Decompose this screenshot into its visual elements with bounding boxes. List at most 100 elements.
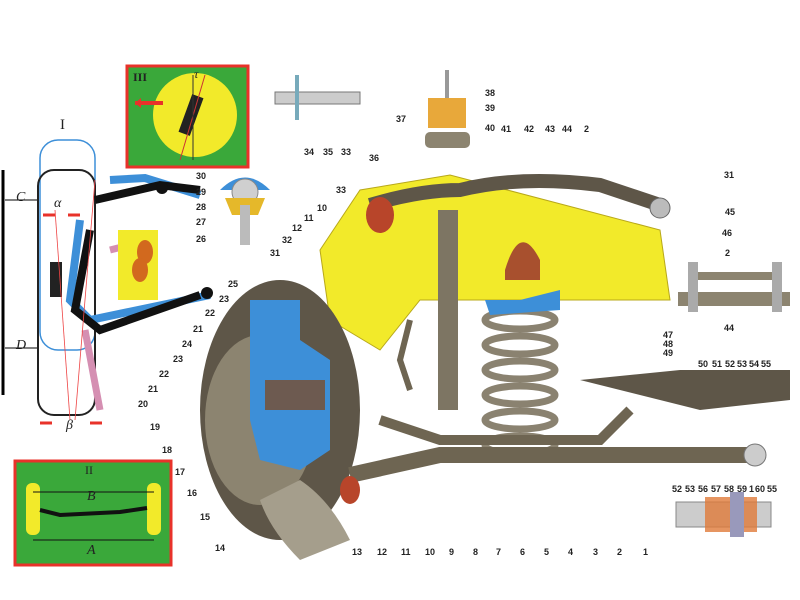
callout: 45 bbox=[725, 207, 736, 217]
lower-ball-joint-boot bbox=[340, 476, 360, 504]
callout: 4 bbox=[568, 547, 574, 557]
view-label-II: II bbox=[85, 463, 93, 477]
coil-spring bbox=[481, 307, 559, 458]
camber-angle-alpha: α bbox=[54, 196, 62, 211]
callout: 33 bbox=[336, 185, 347, 195]
callout: 52 bbox=[725, 359, 736, 369]
arm-bushing-detail bbox=[675, 492, 772, 537]
callout: 41 bbox=[501, 124, 512, 134]
callout: 47 bbox=[663, 330, 674, 340]
callout: 52 bbox=[672, 484, 683, 494]
callout: 53 bbox=[737, 359, 748, 369]
callout: 25 bbox=[228, 279, 239, 289]
callout: 1 bbox=[643, 547, 649, 557]
callout: 29 bbox=[196, 187, 207, 197]
bump-stop bbox=[505, 242, 540, 280]
callout: 1 bbox=[749, 484, 755, 494]
callout: 11 bbox=[401, 547, 411, 557]
callout: 24 bbox=[182, 339, 193, 349]
pivot-shaft-detail bbox=[274, 75, 361, 120]
callout: 28 bbox=[196, 202, 207, 212]
callout: 43 bbox=[545, 124, 556, 134]
callout: 59 bbox=[737, 484, 748, 494]
callout: 44 bbox=[724, 323, 735, 333]
callout: 17 bbox=[175, 467, 186, 477]
callout: 48 bbox=[663, 339, 674, 349]
front-crossmember bbox=[580, 370, 790, 410]
caster-angle-tau: τ bbox=[194, 67, 199, 81]
callout: 49 bbox=[663, 348, 674, 358]
callout: 37 bbox=[396, 114, 407, 124]
shock-absorber bbox=[438, 210, 458, 410]
callout: 31 bbox=[724, 170, 735, 180]
callout: 35 bbox=[323, 147, 334, 157]
callout: 3 bbox=[593, 547, 599, 557]
callout: 11 bbox=[304, 213, 314, 223]
callout: 23 bbox=[173, 354, 184, 364]
callout: 53 bbox=[685, 484, 696, 494]
callout: 13 bbox=[352, 547, 363, 557]
rubber-bushing-detail bbox=[425, 70, 470, 148]
dimension-d: D bbox=[16, 338, 27, 353]
callout: 21 bbox=[193, 324, 204, 334]
callout: 50 bbox=[698, 359, 709, 369]
callout: 57 bbox=[711, 484, 722, 494]
callout: 10 bbox=[425, 547, 436, 557]
callout: 51 bbox=[712, 359, 723, 369]
dimension-b: B bbox=[87, 489, 96, 504]
lower-control-arm bbox=[348, 447, 750, 483]
callout: 55 bbox=[761, 359, 772, 369]
callout: 12 bbox=[377, 547, 388, 557]
inset-III-caster bbox=[125, 64, 250, 169]
callout: 20 bbox=[138, 399, 149, 409]
callout: 6 bbox=[520, 547, 526, 557]
callout: 12 bbox=[292, 223, 303, 233]
ball-joint-detail bbox=[220, 177, 270, 245]
callout: 40 bbox=[485, 123, 496, 133]
kingpin-angle-beta: β bbox=[66, 418, 73, 433]
stabilizer-clamp-detail bbox=[678, 262, 790, 312]
callout: 34 bbox=[304, 147, 315, 157]
callout: 8 bbox=[473, 547, 479, 557]
inset-II-toe bbox=[13, 459, 173, 567]
callout: 23 bbox=[219, 294, 230, 304]
callout: 44 bbox=[562, 124, 573, 134]
upper-bracket bbox=[485, 290, 560, 315]
callout: 18 bbox=[162, 445, 173, 455]
callout: 33 bbox=[341, 147, 352, 157]
callout: 9 bbox=[449, 547, 455, 557]
callout: 56 bbox=[698, 484, 709, 494]
callout: 7 bbox=[496, 547, 502, 557]
callout: 15 bbox=[200, 512, 211, 522]
callout: 60 bbox=[755, 484, 766, 494]
callout: 5 bbox=[544, 547, 550, 557]
callout: 58 bbox=[724, 484, 735, 494]
callout: 16 bbox=[187, 488, 198, 498]
callout: 2 bbox=[725, 248, 731, 258]
callout: 26 bbox=[196, 234, 207, 244]
callout: 55 bbox=[767, 484, 778, 494]
upper-control-arm bbox=[367, 174, 663, 212]
body-crossmember bbox=[319, 174, 671, 351]
callout: 39 bbox=[485, 103, 496, 113]
callout: 14 bbox=[215, 543, 226, 553]
callout: 31 bbox=[270, 248, 281, 258]
callout: 54 bbox=[749, 359, 760, 369]
view-label-III: III bbox=[133, 70, 148, 84]
callout: 19 bbox=[150, 422, 161, 432]
dimension-c: C bbox=[16, 190, 26, 205]
view-label-I: I bbox=[60, 117, 65, 133]
callout: 30 bbox=[196, 171, 207, 181]
callout: 36 bbox=[369, 153, 380, 163]
upper-ball-joint-boot bbox=[366, 197, 394, 233]
callout: 2 bbox=[617, 547, 623, 557]
callout: 38 bbox=[485, 88, 496, 98]
dimension-a: A bbox=[87, 543, 96, 558]
stabilizer-link bbox=[396, 319, 413, 391]
callout: 22 bbox=[205, 308, 216, 318]
callout: 42 bbox=[524, 124, 535, 134]
wheel-section-view bbox=[37, 139, 213, 425]
brake-disc-hub bbox=[200, 280, 360, 560]
